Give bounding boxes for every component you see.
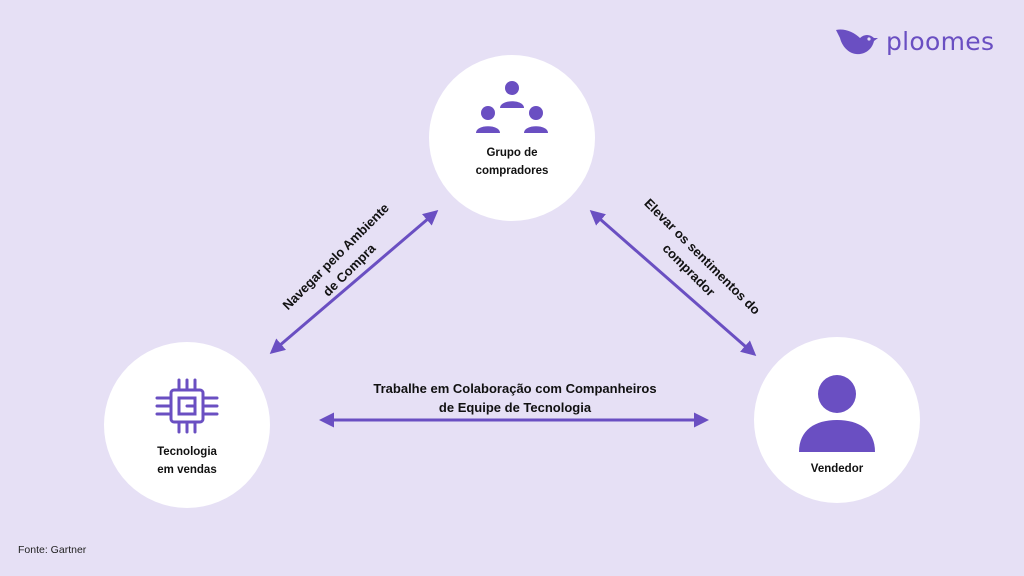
arrow-buyers-seller (589, 210, 757, 356)
node-seller-label: Vendedor (754, 461, 920, 479)
people-group-icon (476, 81, 548, 133)
node-buyer-group-label: Grupo de compradores (429, 145, 595, 181)
brand-logo: ploomes (834, 26, 994, 56)
node-seller: Vendedor (754, 337, 920, 503)
node-sales-technology-label: Tecnologia em vendas (104, 444, 270, 480)
person-icon (799, 375, 875, 452)
node-seller-text: Vendedor (810, 463, 864, 475)
node-buyer-group-text: Grupo de compradores (475, 147, 549, 177)
brand-name: ploomes (886, 26, 995, 56)
arrow-tech-buyers (269, 210, 439, 354)
chip-icon (155, 378, 219, 434)
node-buyer-group: Grupo de compradores (429, 55, 595, 221)
source-note: Fonte: Gartner (18, 544, 87, 556)
edge-label-collaborate: Trabalhe em Colaboração com Companheiros… (300, 380, 730, 418)
bird-logo-icon (836, 29, 878, 55)
node-sales-technology-text: Tecnologia em vendas (157, 446, 217, 476)
node-sales-technology: Tecnologia em vendas (104, 342, 270, 508)
edge-label-collaborate-text: Trabalhe em Colaboração com Companheiros… (373, 381, 657, 415)
